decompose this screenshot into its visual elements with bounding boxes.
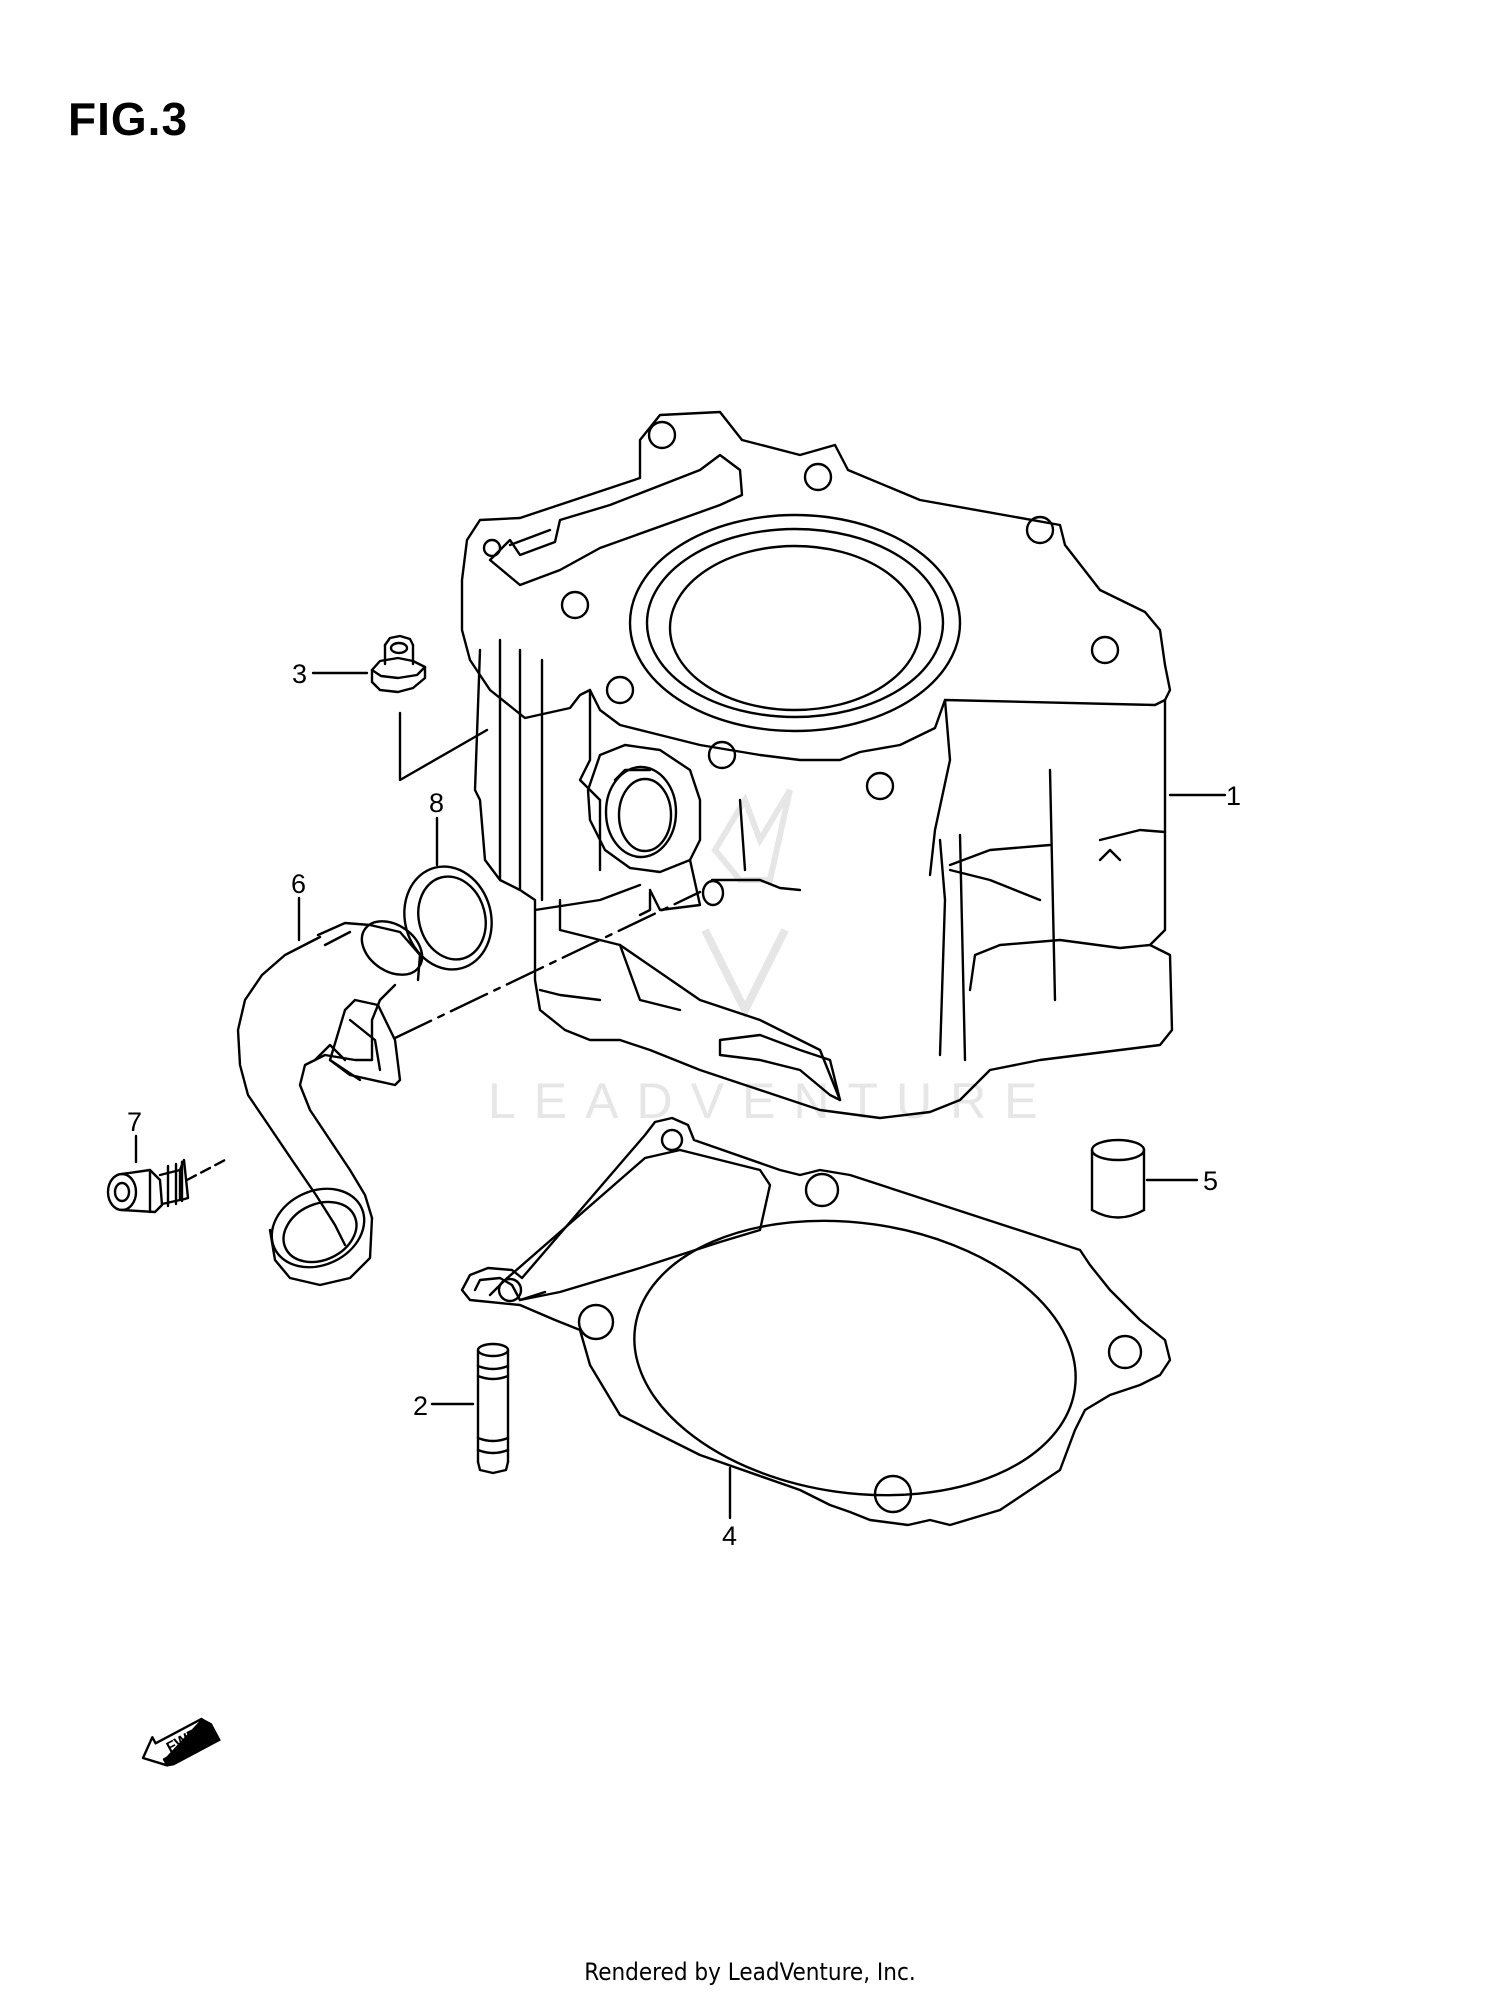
callout-7-ref-line [185,1158,227,1182]
callout-label-1: 1 [1226,781,1241,811]
callout-label-3: 3 [292,659,307,689]
callout-label-4: 4 [722,1521,737,1551]
footer-credit: Rendered by LeadVenture, Inc. [584,1958,916,1986]
assembly-centerline [393,890,702,1040]
part-7-bolt[interactable] [106,1158,190,1214]
watermark: LEADVENTURE [488,788,1056,1129]
callout-labels: 1 2 3 4 5 6 7 8 [127,659,1241,1551]
part-1-cylinder[interactable] [460,410,1174,1120]
callout-label-6: 6 [291,869,306,899]
fwd-arrow-icon: FWD [141,1717,221,1767]
callout-label-8: 8 [429,788,444,818]
watermark-text: LEADVENTURE [488,1073,1056,1129]
callout-label-2: 2 [413,1391,428,1421]
callout-3-ref-line [398,711,489,782]
part-8-o-ring[interactable] [393,857,503,980]
figure-title: FIG.3 [68,93,189,145]
part-3-nut[interactable] [370,634,427,694]
part-6-union-pipe[interactable] [236,910,432,1287]
part-2-stud[interactable] [476,1342,510,1475]
callout-label-7: 7 [127,1107,142,1137]
part-5-dowel[interactable] [1090,1138,1146,1219]
part-4-gasket[interactable] [460,1116,1172,1527]
callout-label-5: 5 [1203,1166,1218,1196]
